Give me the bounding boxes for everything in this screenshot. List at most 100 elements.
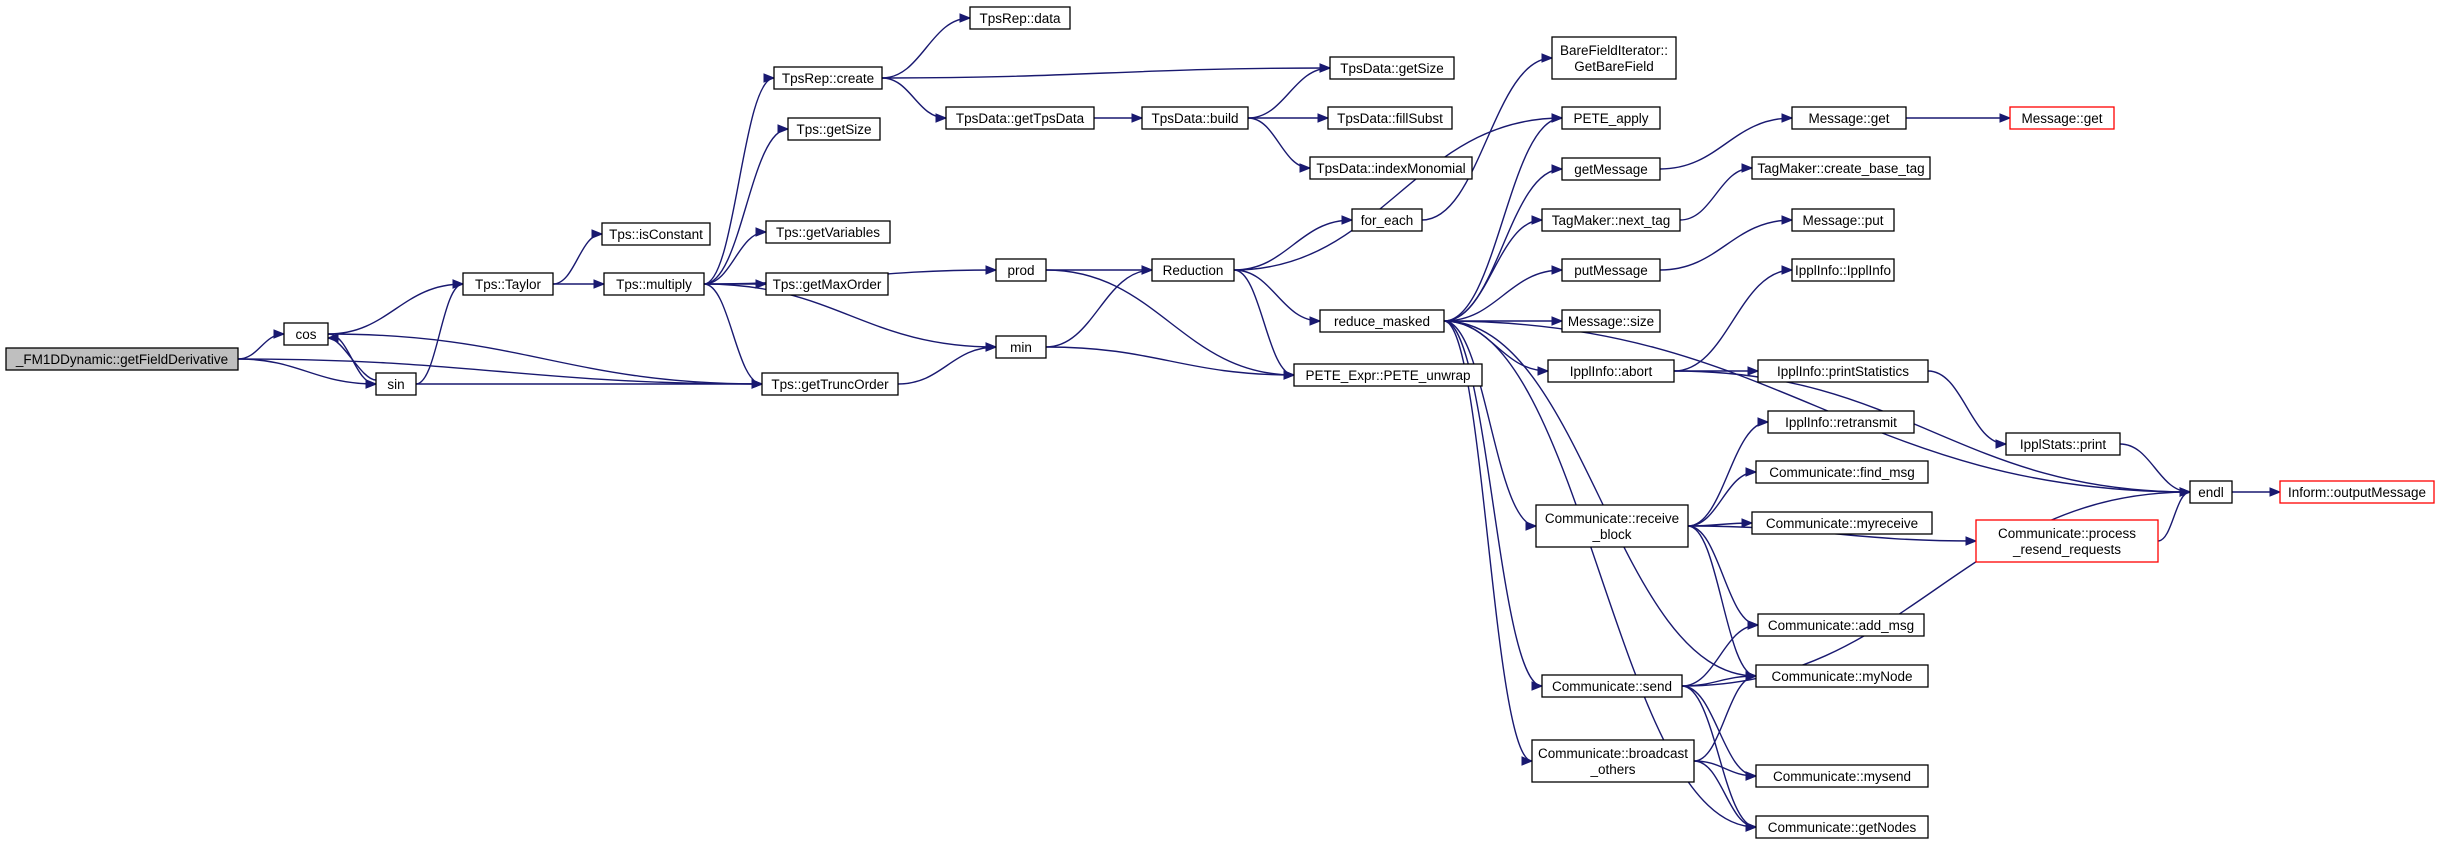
node-taylor[interactable]: Tps::Taylor [462,272,554,296]
arrowhead-min-to-reduction [1141,265,1154,275]
node-printstats[interactable]: IpplInfo::printStatistics [1757,359,1929,383]
node-msgput[interactable]: Message::put [1791,208,1895,232]
node-label: PETE_Expr::PETE_unwrap [1305,368,1470,383]
node-foreach[interactable]: for_each [1351,208,1423,232]
edge-reducemasked-to-bcast [1443,320,1533,762]
node-box [2009,106,2115,130]
node-box [1327,106,1453,130]
node-box [1791,106,1907,130]
node-sin[interactable]: sin [375,372,417,396]
node-box [603,272,705,296]
node-ipplinfo[interactable]: IpplInfo::IpplInfo [1791,258,1895,282]
node-fillsubst[interactable]: TpsData::fillSubst [1327,106,1453,130]
node-label: IpplInfo::printStatistics [1777,364,1909,379]
node-box [1791,258,1895,282]
node-cos[interactable]: cos [283,322,329,346]
node-label: TpsData::indexMonomial [1316,161,1465,176]
edge-foreach-to-bfi [1421,57,1553,221]
node-label: _resend_requests [2012,542,2121,557]
arrowhead-root-to-cos [273,329,286,339]
node-build[interactable]: TpsData::build [1141,106,1249,130]
node-root[interactable]: _FM1DDynamic::getFieldDerivative [5,347,239,371]
node-peteapply[interactable]: PETE_apply [1561,106,1661,130]
arrowhead-build-to-fillsubst [1317,113,1330,123]
edge-root-to-sin [237,358,377,385]
node-peteunwrap[interactable]: PETE_Expr::PETE_unwrap [1293,363,1483,387]
node-box [1755,460,1929,484]
node-myreceive[interactable]: Communicate::myreceive [1751,511,1933,535]
node-outputmsg[interactable]: Inform::outputMessage [2279,480,2435,504]
edge-printstats-to-ipplstatsprint [1927,370,2007,445]
node-box [995,258,1047,282]
node-gettpsdata[interactable]: TpsData::getTpsData [945,106,1095,130]
node-addmsg[interactable]: Communicate::add_msg [1757,613,1925,637]
arrowhead-multiply-to-gettrunc [751,379,764,389]
edge-recvblock-to-mynode [1687,525,1757,677]
node-box [787,117,881,141]
arrowhead-reducemasked-to-getmessage [1551,164,1564,174]
node-nexttag[interactable]: TagMaker::next_tag [1541,208,1681,232]
edge-abort-to-ipplinfo [1673,269,1793,372]
node-tdgetsize[interactable]: TpsData::getSize [1329,56,1455,80]
node-msgget1[interactable]: Message::get [1791,106,1907,130]
node-reducemasked[interactable]: reduce_masked [1319,309,1445,333]
node-label: Communicate::send [1552,679,1672,694]
node-reduction[interactable]: Reduction [1151,258,1235,282]
node-mysend[interactable]: Communicate::mysend [1755,764,1929,788]
node-indexmono[interactable]: TpsData::indexMonomial [1309,156,1473,180]
arrowhead-reducemasked-to-recvblock [1525,521,1538,531]
node-retransmit[interactable]: IpplInfo::retransmit [1767,410,1915,434]
edge-reduction-to-reducemasked [1233,269,1321,322]
node-msgget2[interactable]: Message::get [2009,106,2115,130]
edge-processresend-to-endl [2157,491,2191,542]
node-getmessage[interactable]: getMessage [1561,157,1661,181]
node-abort[interactable]: IpplInfo::abort [1547,359,1675,383]
node-label: Communicate::receive [1545,511,1679,526]
node-tpsgetsize[interactable]: Tps::getSize [787,117,881,141]
node-box [945,106,1095,130]
node-gettrunc[interactable]: Tps::getTruncOrder [761,372,899,396]
arrowhead-gettpsdata-to-build [1131,113,1144,123]
node-box [1755,764,1929,788]
node-bcast[interactable]: Communicate::broadcast_others [1531,739,1695,783]
arrowhead-recvblock-to-processresend [1965,536,1978,546]
node-msgsize[interactable]: Message::size [1561,309,1661,333]
node-label: TpsData::getSize [1340,61,1444,76]
node-label: TagMaker::create_base_tag [1757,161,1924,176]
node-ipplstatsprint[interactable]: IpplStats::print [2005,432,2121,456]
node-createbasetag[interactable]: TagMaker::create_base_tag [1751,156,1931,180]
edge-build-to-indexmono [1247,117,1311,169]
node-putmessage[interactable]: putMessage [1561,258,1661,282]
node-findmsg[interactable]: Communicate::find_msg [1755,460,1929,484]
node-label: for_each [1361,213,1414,228]
arrowhead-bcast-to-getnodes [1745,822,1758,832]
node-send[interactable]: Communicate::send [1541,674,1683,698]
node-label: TpsData::getTpsData [956,111,1085,126]
node-recvblock[interactable]: Communicate::receive_block [1535,504,1689,548]
node-getnodes[interactable]: Communicate::getNodes [1755,815,1929,839]
node-box [773,66,883,90]
arrowhead-abort-to-printstats [1747,366,1760,376]
node-mynode[interactable]: Communicate::myNode [1755,664,1929,688]
node-isconst[interactable]: Tps::isConstant [601,222,711,246]
node-multiply[interactable]: Tps::multiply [603,272,705,296]
node-box [1547,359,1675,383]
node-processresend[interactable]: Communicate::process_resend_requests [1975,519,2159,563]
node-label: BareFieldIterator:: [1560,43,1668,58]
node-min[interactable]: min [995,335,1047,359]
node-label: TpsData::build [1151,111,1238,126]
arrowhead-nexttag-to-createbasetag [1741,163,1754,173]
node-prod[interactable]: prod [995,258,1047,282]
arrowhead-multiply-to-getvars [755,227,768,237]
node-box [1541,674,1683,698]
node-getmaxorder[interactable]: Tps::getMaxOrder [765,272,889,296]
arrowhead-reducemasked-to-abort [1537,366,1550,376]
node-endl[interactable]: endl [2189,480,2233,504]
node-bfi[interactable]: BareFieldIterator::GetBareField [1551,36,1677,80]
node-tpsrepcreate[interactable]: TpsRep::create [773,66,883,90]
node-tpsrepdata[interactable]: TpsRep::data [969,6,1071,30]
node-getvars[interactable]: Tps::getVariables [765,220,891,244]
node-label: Communicate::mysend [1773,769,1911,784]
node-box [462,272,554,296]
node-box [283,322,329,346]
